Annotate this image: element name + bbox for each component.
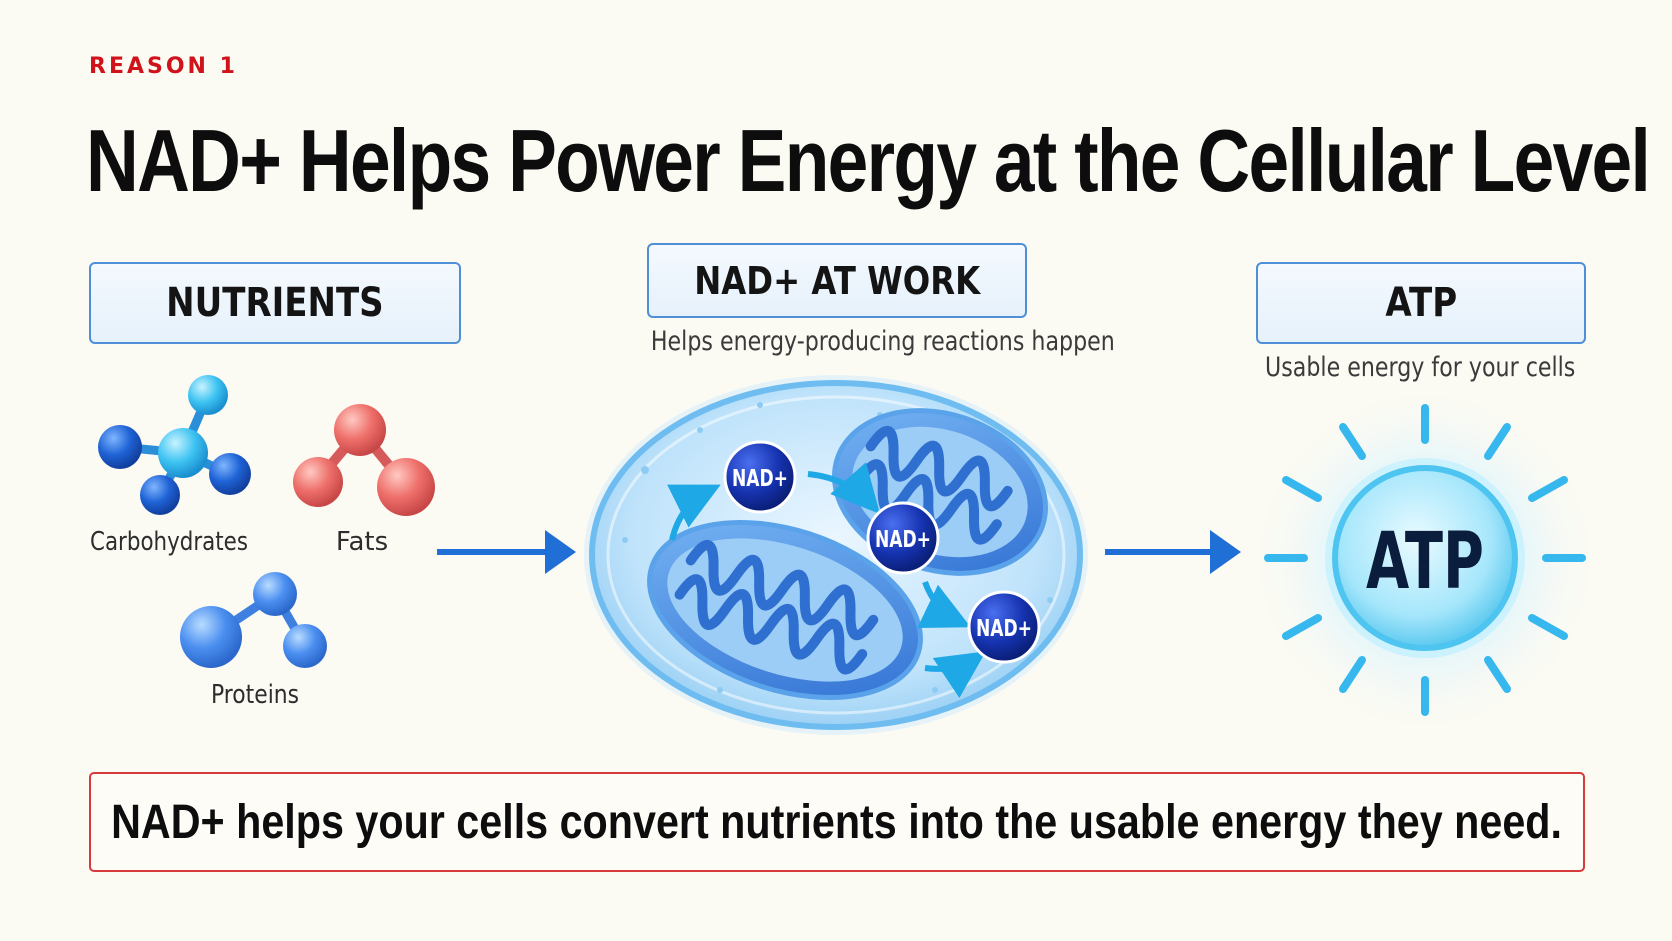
nutrient-label-fats: Fats [336, 527, 388, 557]
atp-energy-icon: ATP [1250, 385, 1600, 735]
summary-text: NAD+ helps your cells convert nutrients … [111, 795, 1563, 849]
nad-at-work-label-box: NAD+ AT WORK [647, 243, 1027, 318]
atp-label: ATP [1385, 280, 1457, 326]
nutrient-label-carbohydrates: Carbohydrates [90, 527, 248, 557]
arrow-right-icon [437, 530, 576, 574]
nad-at-work-caption: Helps energy-producing reactions happen [650, 326, 1115, 357]
atp-caption: Usable energy for your cells [1264, 352, 1576, 383]
section-kicker: REASON 1 [89, 54, 238, 79]
mitochondrion-lower [647, 519, 923, 701]
cell-illustration [584, 375, 1088, 735]
svg-text:NAD+: NAD+ [732, 466, 788, 492]
protein-molecule-icon [180, 572, 327, 668]
nutrient-label-proteins: Proteins [211, 680, 299, 710]
svg-text:NAD+: NAD+ [976, 616, 1032, 642]
nutrients-label-box: NUTRIENTS [89, 262, 461, 344]
nad-molecule-1: NAD+ [723, 440, 797, 514]
summary-box: NAD+ helps your cells convert nutrients … [89, 772, 1585, 872]
atp-molecule-label: ATP [1366, 517, 1484, 607]
fat-molecule-icon [293, 404, 435, 516]
carbohydrate-molecule-icon [98, 375, 251, 515]
nad-at-work-label: NAD+ AT WORK [694, 258, 980, 303]
nad-molecule-2: NAD+ [866, 501, 940, 575]
nad-molecule-3: NAD+ [967, 590, 1041, 664]
nutrients-label: NUTRIENTS [166, 280, 384, 326]
atp-label-box: ATP [1256, 262, 1586, 344]
svg-text:NAD+: NAD+ [875, 527, 931, 553]
arrow-right-icon [1105, 530, 1241, 574]
